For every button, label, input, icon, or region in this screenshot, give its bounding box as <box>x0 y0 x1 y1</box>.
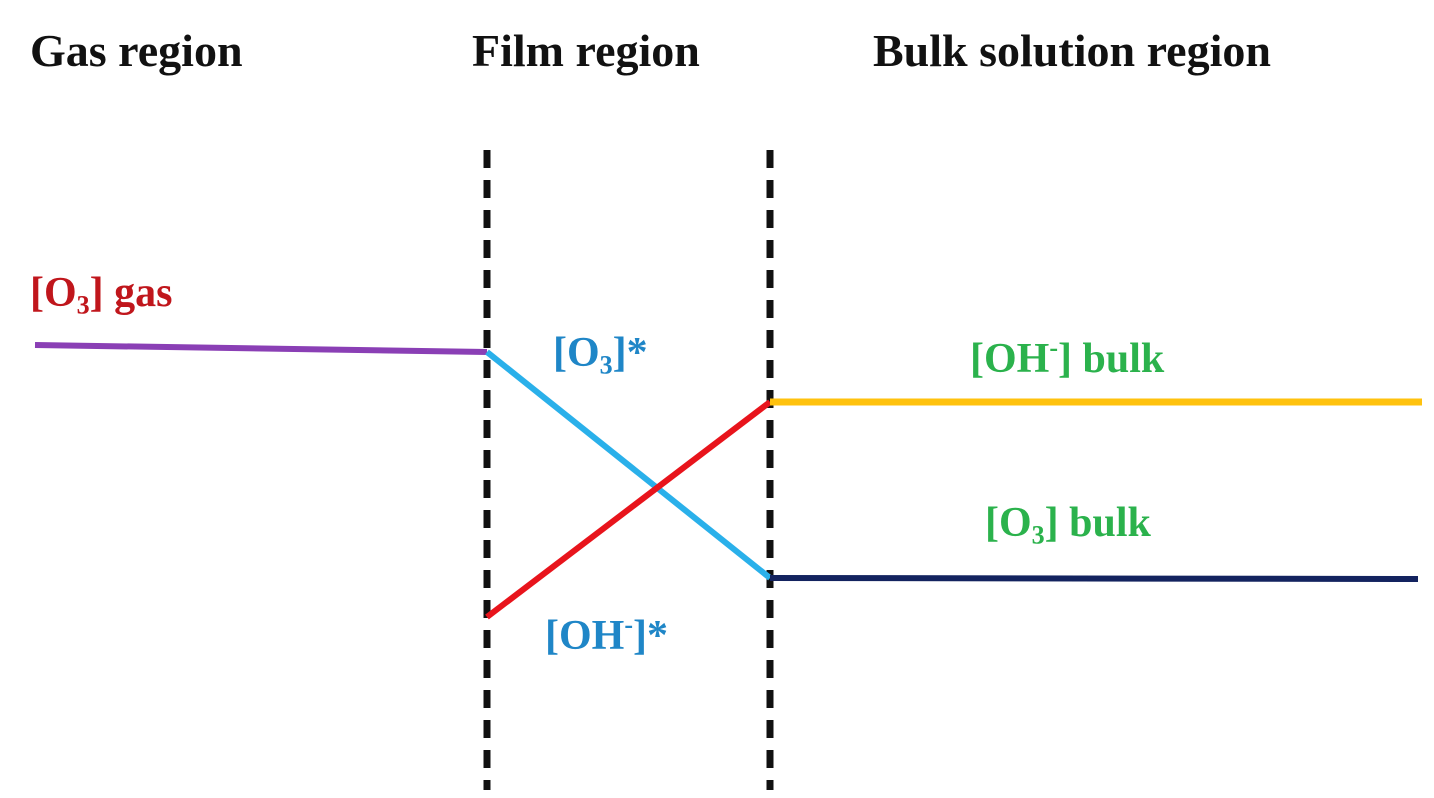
o3-gas-label: [O3] gas <box>30 270 173 320</box>
o3-bulk-label: [O3] bulk <box>985 500 1151 550</box>
oh-film-label: [OH-]* <box>545 610 668 660</box>
oh-film-line <box>485 399 772 620</box>
oh-bulk-label: [OH-] bulk <box>970 333 1165 383</box>
bulk-region-header: Bulk solution region <box>873 25 1271 76</box>
o3-film-line <box>485 349 772 581</box>
o3-film-label: [O3]* <box>553 330 648 380</box>
o3-bulk-line <box>769 575 1419 582</box>
o3-gas-line <box>34 342 488 355</box>
gas-region-header: Gas region <box>30 25 243 76</box>
film-region-header: Film region <box>472 25 700 76</box>
